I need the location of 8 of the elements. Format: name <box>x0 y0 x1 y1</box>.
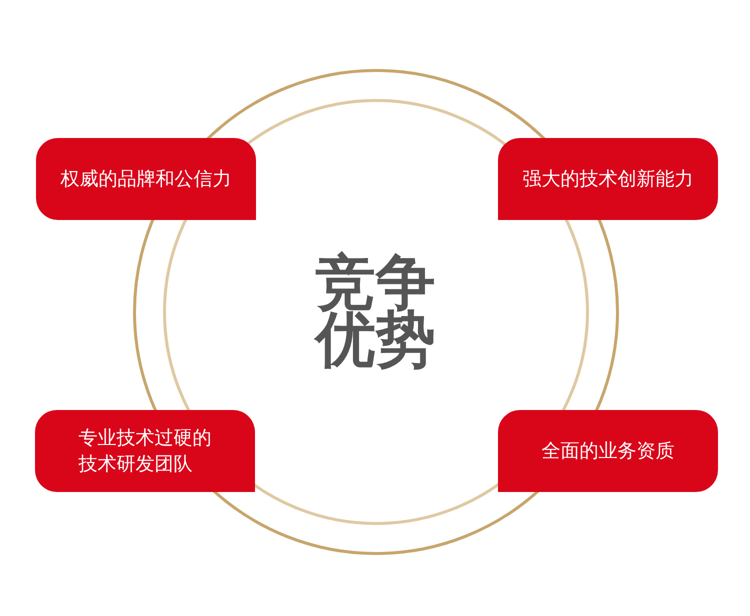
feature-box <box>498 410 718 492</box>
feature-text: 强大的技术创新能力 <box>522 167 694 192</box>
feature-text: 专业技术过硬的技术研发团队 <box>78 426 212 477</box>
feature-text: 权威的品牌和公信力 <box>60 167 232 192</box>
feature-box <box>36 138 256 220</box>
feature-text: 全面的业务资质 <box>542 439 674 464</box>
feature-box <box>35 410 255 492</box>
feature-box <box>498 138 718 220</box>
